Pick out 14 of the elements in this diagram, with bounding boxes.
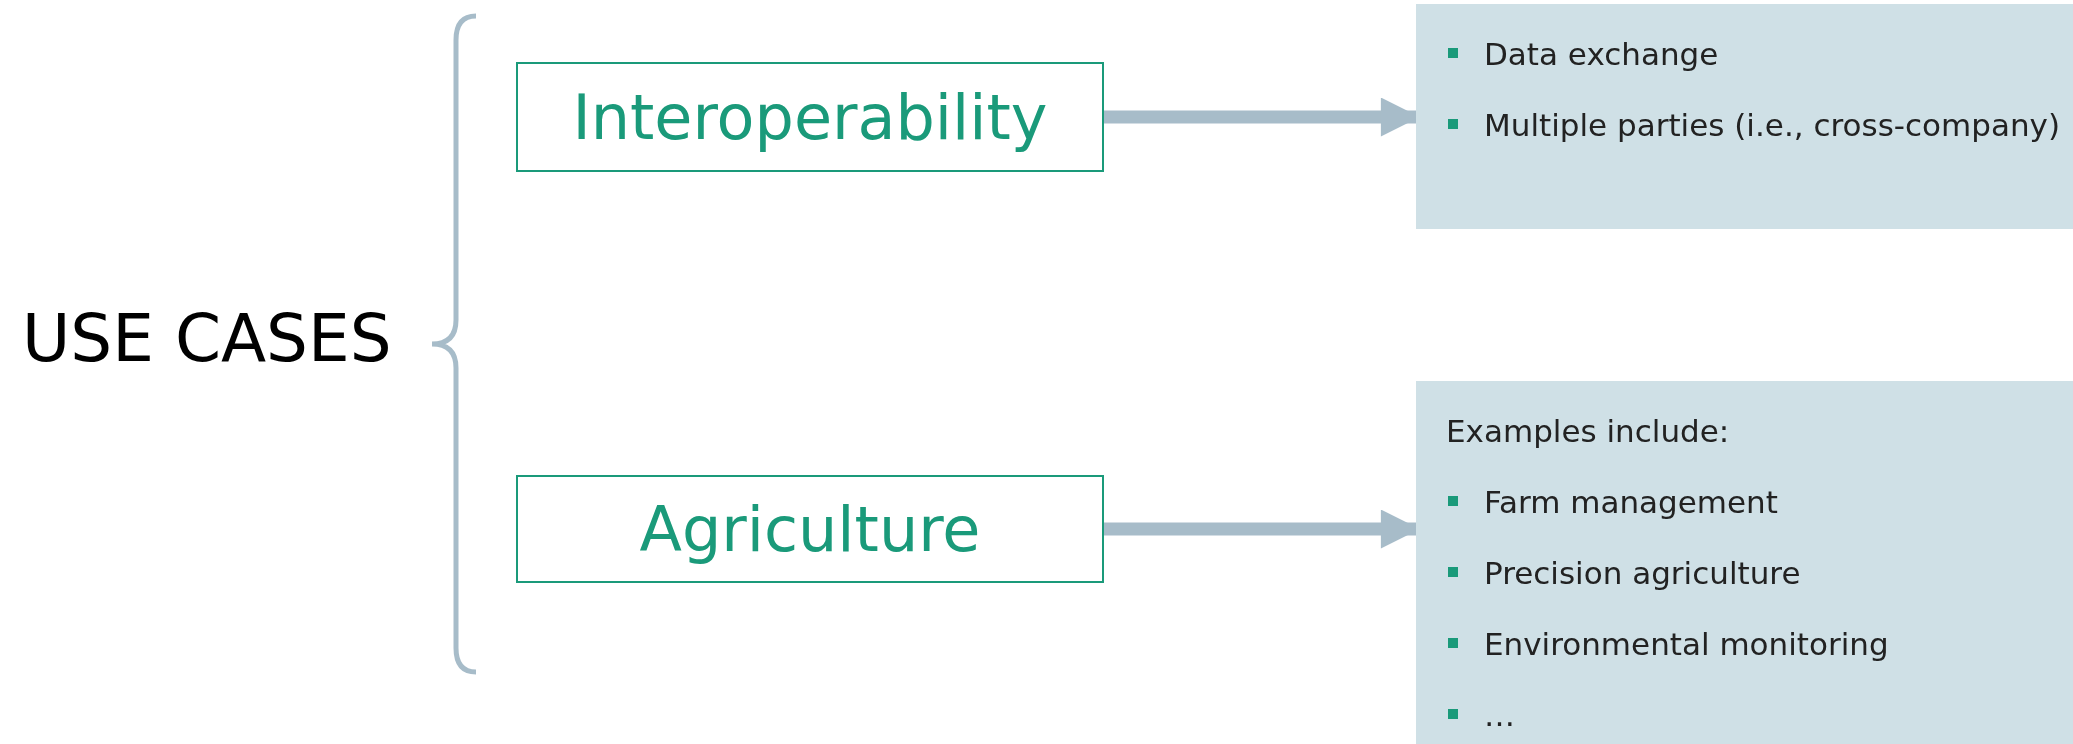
box-title: Agriculture xyxy=(639,492,981,566)
box-title: Interoperability xyxy=(572,80,1048,154)
bullet-item: Data exchange xyxy=(1446,34,2073,105)
bullet-item: … xyxy=(1446,695,2073,744)
bullet-item: Precision agriculture xyxy=(1446,553,2073,624)
category-box xyxy=(516,62,1104,172)
heading-label: USE CASES xyxy=(22,300,392,377)
bullet-item: Environmental monitoring xyxy=(1446,624,2073,695)
info-panel xyxy=(1416,381,2073,744)
intro-text: Examples include: xyxy=(1446,412,1731,451)
info-panel xyxy=(1416,4,2073,229)
bullet-item: Farm management xyxy=(1446,482,2073,553)
bullet-item: Multiple parties (i.e., cross-company) xyxy=(1446,105,2073,176)
category-box xyxy=(516,475,1104,583)
